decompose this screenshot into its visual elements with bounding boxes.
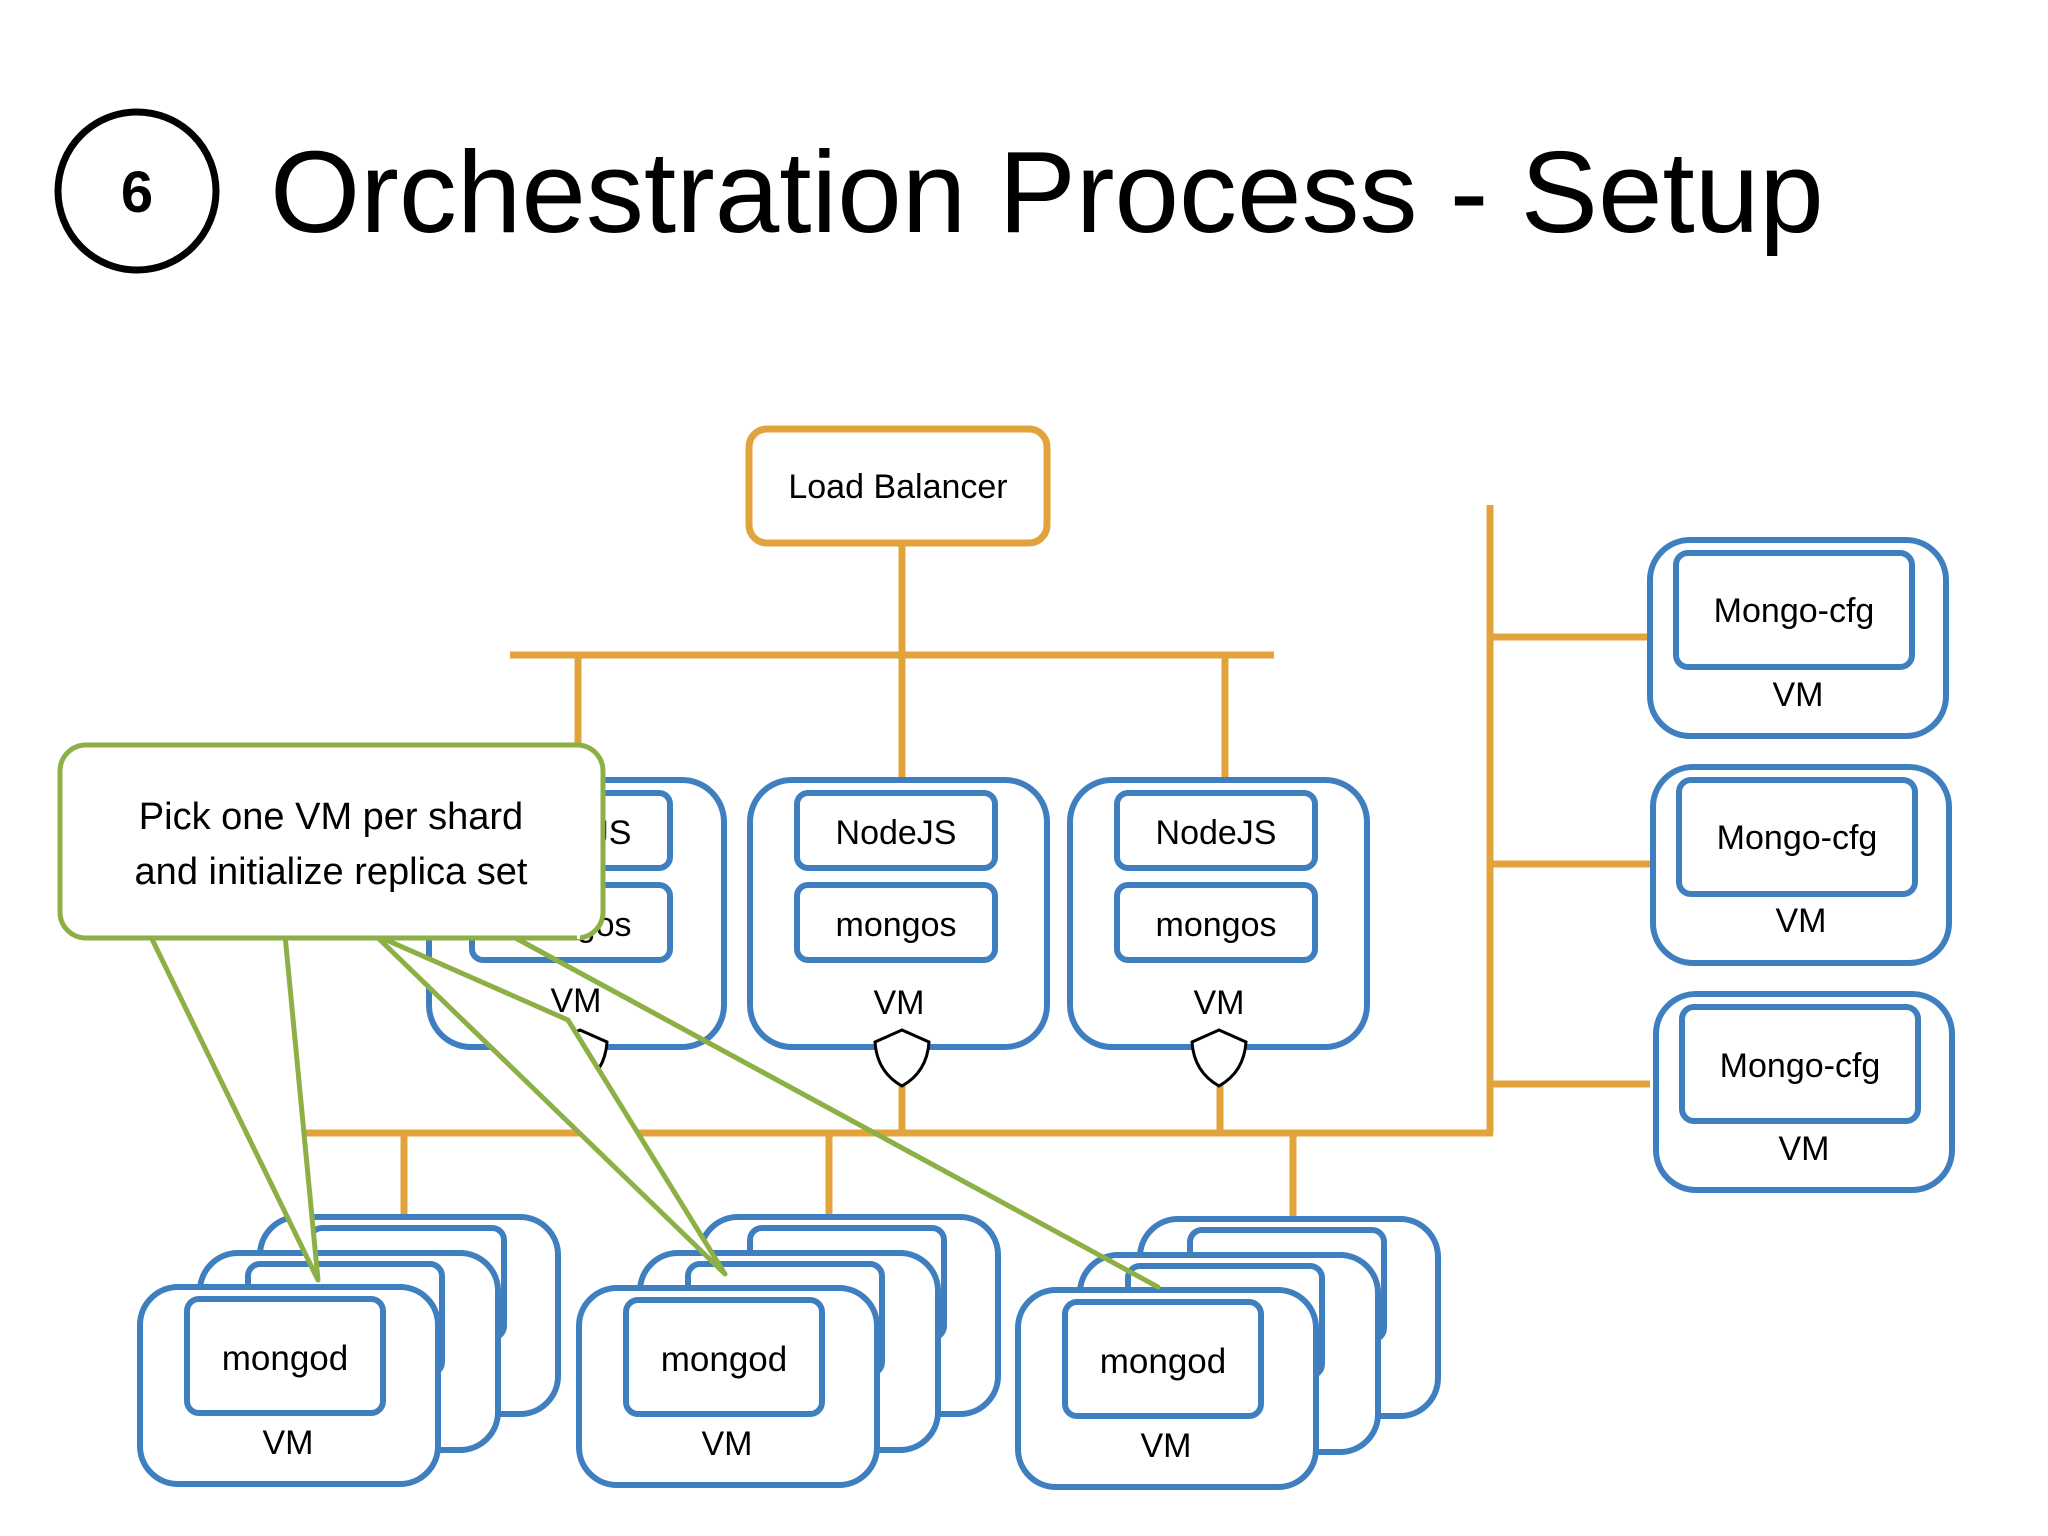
mongod-label: mongod [222, 1339, 348, 1378]
mongod-label: mongod [1100, 1342, 1226, 1381]
vm-label: VM [874, 984, 925, 1022]
app-vm-2: NodeJS mongos VM [747, 777, 1050, 1050]
callout: Pick one VM per shard and initialize rep… [57, 742, 1161, 1290]
vm-label: VM [1194, 984, 1245, 1022]
vm-label: VM [702, 1425, 753, 1463]
config-vm-3: Mongo-cfg VM [1653, 991, 1955, 1193]
shield-icon [873, 1028, 931, 1088]
shard-primary-vm: mongod VM [576, 1285, 880, 1488]
mongos-label: mongos [836, 906, 957, 944]
step-number: 6 [121, 160, 153, 225]
mongo-cfg-label: Mongo-cfg [1717, 819, 1878, 857]
mongo-cfg-label: Mongo-cfg [1720, 1047, 1881, 1085]
shard-stack-1: mongod VM [137, 1214, 561, 1487]
step-number-badge: 6 [54, 108, 220, 274]
shard-stack-3: mongod VM [1015, 1216, 1441, 1490]
vm-label: VM [1779, 1130, 1830, 1168]
app-vm-3: NodeJS mongos VM [1067, 777, 1370, 1050]
shard-primary-vm: mongod VM [137, 1284, 441, 1487]
slide-title: Orchestration Process - Setup [270, 127, 1824, 257]
mongos-label: mongos [1156, 906, 1277, 944]
shield-icon [1190, 1028, 1248, 1088]
callout-line-2: and initialize replica set [135, 851, 528, 893]
nodejs-label: NodeJS [836, 814, 957, 852]
vm-label: VM [1776, 902, 1827, 940]
shard-primary-vm: mongod VM [1015, 1287, 1319, 1490]
callout-line-1: Pick one VM per shard [139, 796, 523, 838]
load-balancer-label: Load Balancer [788, 468, 1007, 506]
config-vm-1: Mongo-cfg VM [1647, 537, 1949, 739]
vm-label: VM [1141, 1427, 1192, 1465]
shard-stack-2: mongod VM [576, 1214, 1001, 1488]
mongo-cfg-label: Mongo-cfg [1714, 592, 1875, 630]
config-vm-2: Mongo-cfg VM [1650, 764, 1952, 966]
vm-label: VM [263, 1424, 314, 1462]
mongod-label: mongod [661, 1340, 787, 1379]
callout-pointers [147, 932, 1161, 1290]
nodejs-label: NodeJS [1156, 814, 1277, 852]
load-balancer: Load Balancer [745, 425, 1051, 547]
vm-label: VM [1773, 676, 1824, 714]
